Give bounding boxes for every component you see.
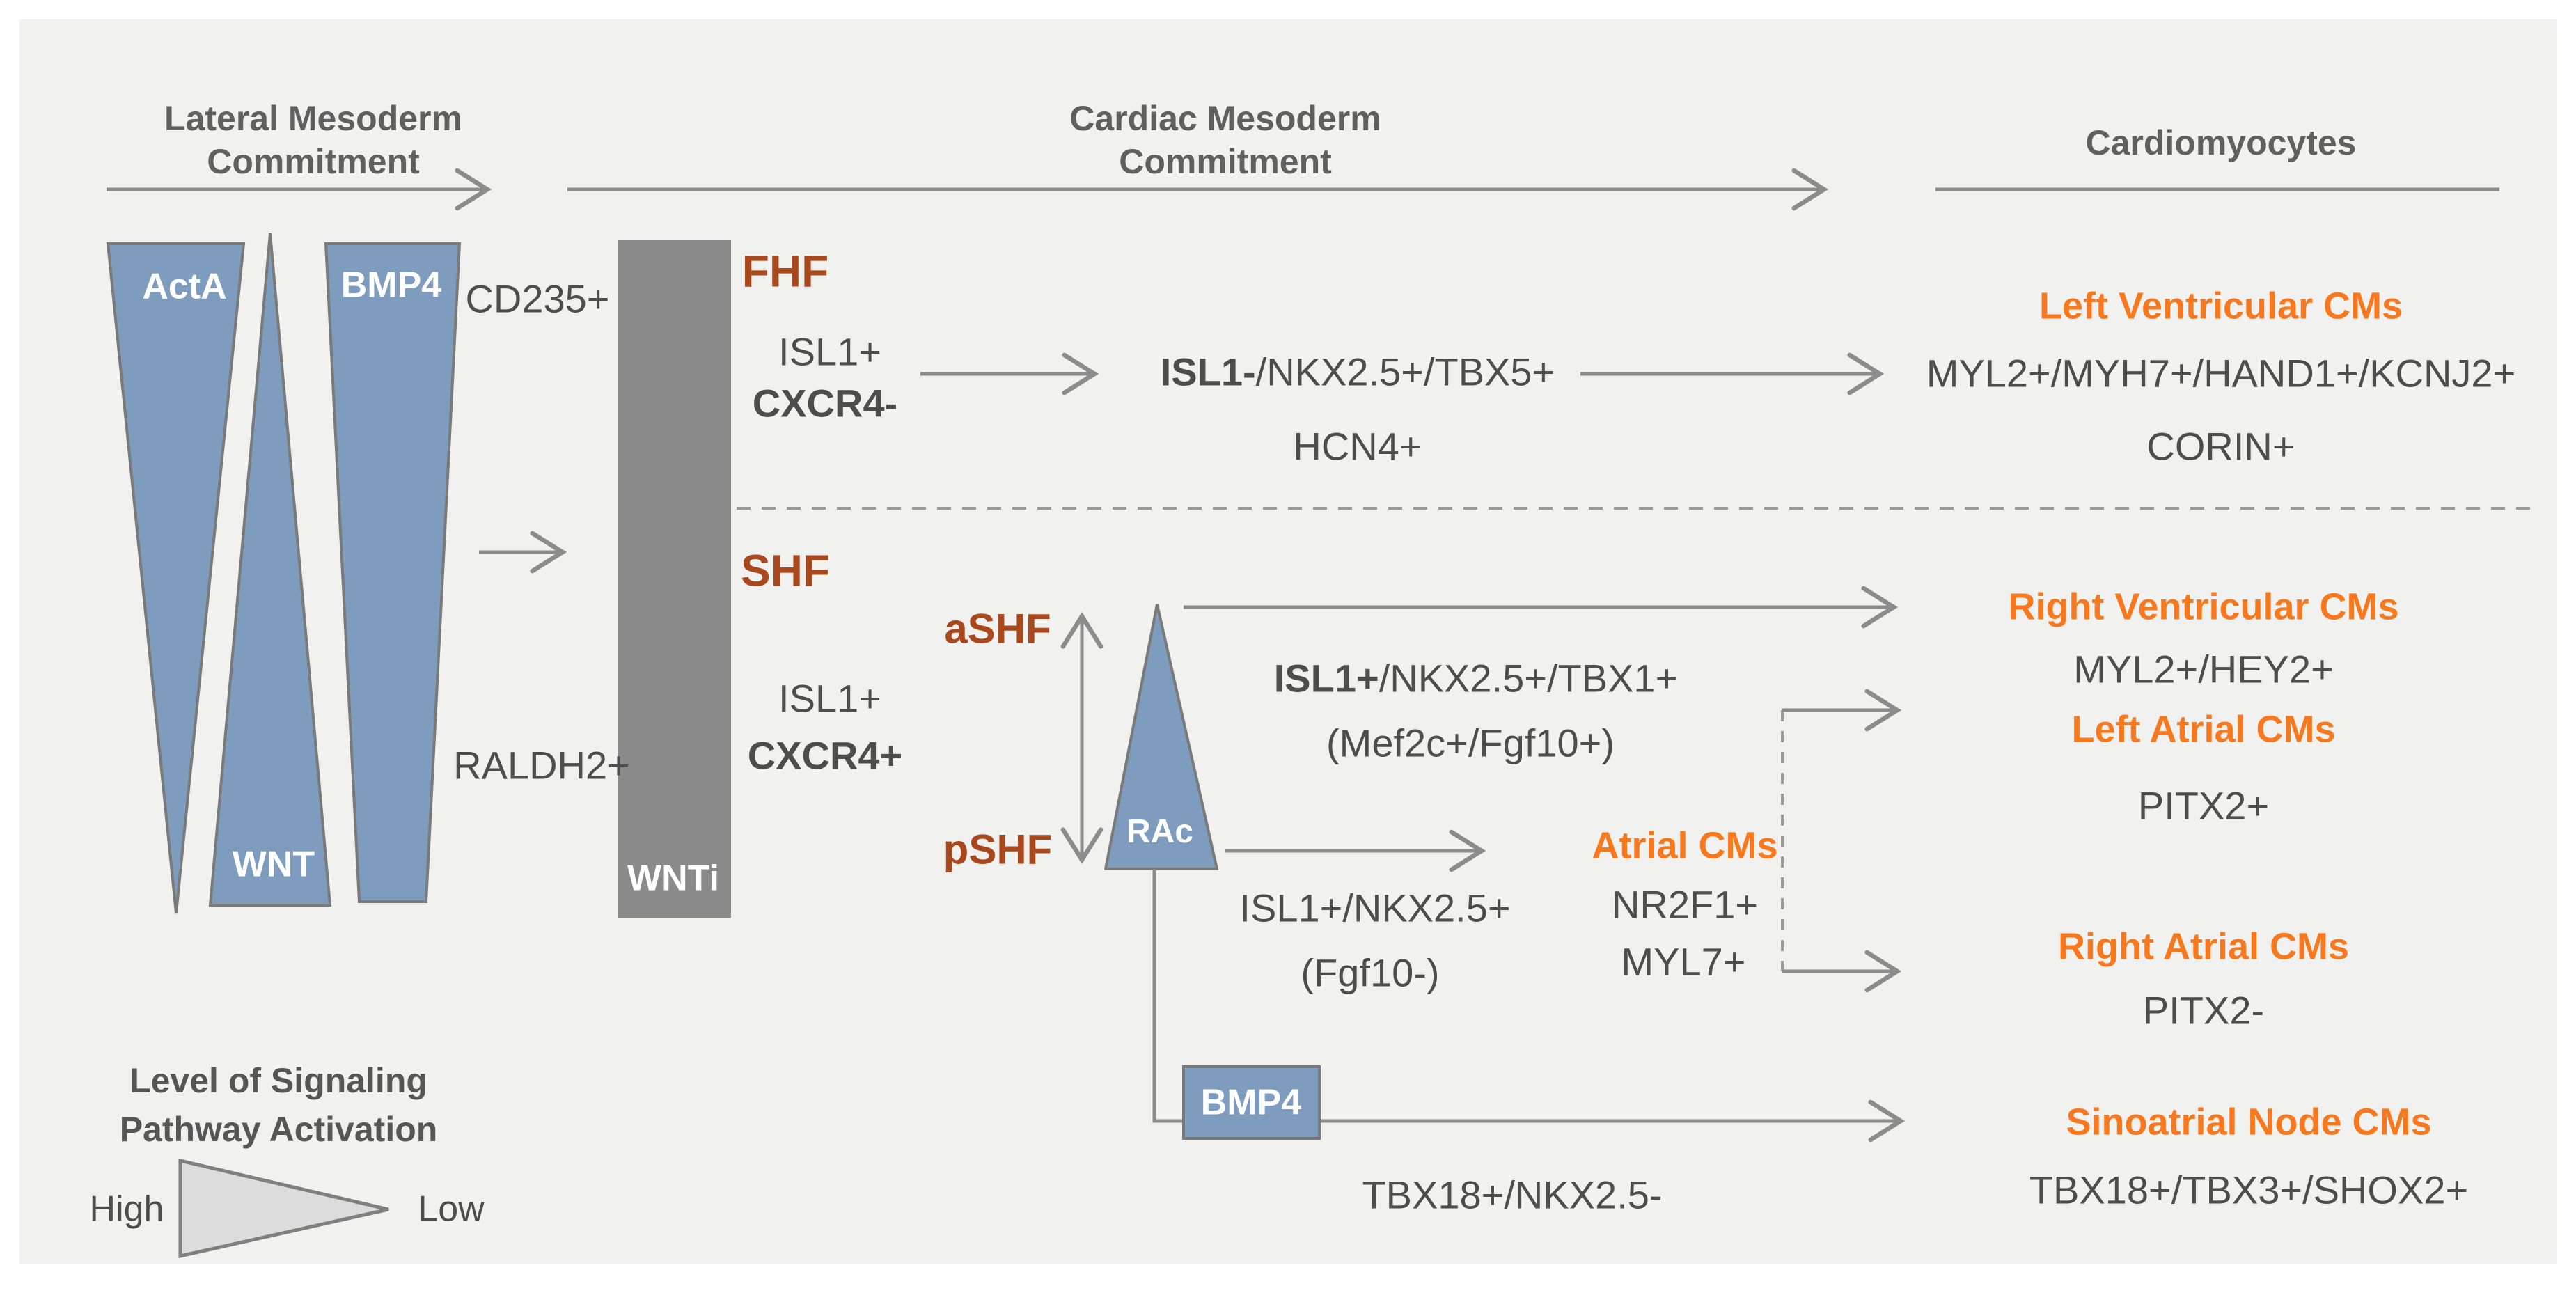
legend-title-line1: Level of Signaling bbox=[129, 1060, 427, 1100]
right-ventricular-markers: MYL2+/HEY2+ bbox=[2073, 647, 2334, 691]
bmp4-box bbox=[1182, 1065, 1321, 1140]
left-ventricular-markers: MYL2+/MYH7+/HAND1+/KCNJ2+ bbox=[1926, 351, 2516, 395]
ashf-stage-rest: /NKX2.5+/TBX1+ bbox=[1379, 656, 1679, 700]
legend-low-label: Low bbox=[418, 1189, 485, 1230]
right-atrial-markers: PITX2- bbox=[2142, 988, 2265, 1033]
bmp4-wedge bbox=[324, 242, 462, 903]
pshf-label: pSHF bbox=[943, 826, 1053, 873]
sinoatrial-title: Sinoatrial Node CMs bbox=[2066, 1101, 2432, 1143]
fhf-stage-markers: ISL1-/NKX2.5+/TBX5+ bbox=[1161, 352, 1555, 393]
acta-label: ActA bbox=[142, 266, 227, 307]
fhf-label: FHF bbox=[741, 246, 829, 297]
legend-title-line2: Pathway Activation bbox=[119, 1109, 438, 1149]
fhf-isl1-marker: ISL1+ bbox=[778, 329, 881, 374]
right-ventricular-title: Right Ventricular CMs bbox=[2008, 586, 2399, 628]
raldh2-marker: RALDH2+ bbox=[453, 743, 630, 787]
wnt-wedge bbox=[208, 233, 332, 907]
fhf-cxcr4-marker: CXCR4- bbox=[752, 381, 898, 425]
lateral-mesoderm-header-line1: Lateral Mesoderm bbox=[164, 98, 462, 138]
bmp4-box-label: BMP4 bbox=[1200, 1082, 1302, 1123]
lateral-mesoderm-header-line2: Commitment bbox=[207, 141, 420, 181]
rac-label: RAc bbox=[1126, 813, 1194, 850]
cardiac-mesoderm-header-line1: Cardiac Mesoderm bbox=[1069, 98, 1381, 138]
legend-high-label: High bbox=[89, 1189, 164, 1230]
wnti-label: WNTi bbox=[627, 858, 719, 899]
fhf-stage-rest: /NKX2.5+/TBX5+ bbox=[1255, 350, 1555, 394]
ashf-label: aSHF bbox=[944, 605, 1051, 652]
left-atrial-markers: PITX2+ bbox=[2137, 783, 2270, 828]
pshf-stage-markers: ISL1+/NKX2.5+ bbox=[1239, 886, 1511, 930]
fhf-stage-bold: ISL1- bbox=[1160, 350, 1256, 394]
figure-panel bbox=[19, 19, 2557, 1264]
cardiac-mesoderm-header-line2: Commitment bbox=[1119, 141, 1332, 181]
left-ventricular-corin: CORIN+ bbox=[2146, 424, 2295, 469]
shf-cxcr4-marker: CXCR4+ bbox=[747, 733, 903, 778]
cd235-marker: CD235+ bbox=[465, 276, 610, 321]
fhf-hcn4-marker: HCN4+ bbox=[1293, 424, 1422, 469]
atrial-cms-title: Atrial CMs bbox=[1592, 824, 1778, 867]
atrial-nr2f1-marker: NR2F1+ bbox=[1611, 882, 1759, 927]
ashf-stage-bold: ISL1+ bbox=[1273, 656, 1379, 700]
left-ventricular-title: Left Ventricular CMs bbox=[2039, 285, 2403, 327]
wnt-label: WNT bbox=[232, 844, 315, 885]
ashf-stage2-markers: (Mef2c+/Fgf10+) bbox=[1326, 721, 1615, 765]
to-sinoatrial-arrow bbox=[1152, 869, 1906, 1143]
rac-wedge bbox=[1104, 604, 1219, 870]
shf-isl1-marker: ISL1+ bbox=[778, 676, 881, 721]
sinoatrial-path-markers: TBX18+/NKX2.5- bbox=[1362, 1172, 1663, 1217]
legend-gradient-triangle bbox=[178, 1158, 389, 1259]
left-atrial-title: Left Atrial CMs bbox=[2071, 708, 2336, 751]
sinoatrial-markers: TBX18+/TBX3+/SHOX2+ bbox=[2029, 1168, 2469, 1212]
pshf-stage2-markers: (Fgf10-) bbox=[1301, 950, 1440, 995]
acta-wedge bbox=[106, 242, 246, 914]
ashf-stage-markers: ISL1+/NKX2.5+/TBX1+ bbox=[1273, 656, 1679, 700]
cardiomyocytes-header: Cardiomyocytes bbox=[2085, 123, 2357, 162]
atrial-myl7-marker: MYL7+ bbox=[1621, 939, 1746, 984]
shf-label: SHF bbox=[741, 545, 830, 596]
right-atrial-title: Right Atrial CMs bbox=[2058, 925, 2349, 968]
bmp4-wedge-label: BMP4 bbox=[340, 265, 442, 306]
wnti-bar bbox=[618, 240, 731, 918]
